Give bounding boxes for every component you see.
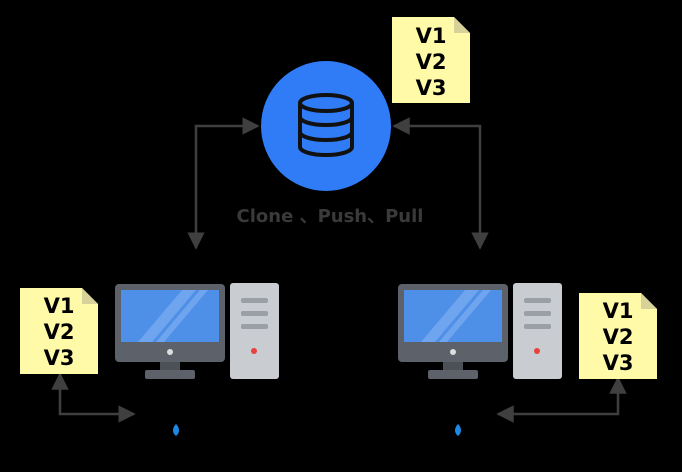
server-version-3: V3: [416, 76, 447, 100]
server-version-2: V2: [416, 50, 447, 74]
database-icon: [298, 93, 354, 157]
server-versions-note: V1 V2 V3: [392, 17, 470, 103]
right-versions-note: V1 V2 V3: [579, 293, 657, 379]
computer-icon: [398, 283, 562, 379]
power-led: [534, 348, 540, 354]
left-version-3: V3: [44, 346, 75, 370]
document-note-icon: [392, 17, 470, 103]
document-note-icon: [579, 293, 657, 379]
power-led: [251, 348, 257, 354]
right-version-2: V2: [603, 325, 634, 349]
right-user-marker-icon: [455, 424, 461, 436]
right-computer: [398, 283, 562, 379]
operations-label: Clone 、Push、Pull: [237, 206, 424, 227]
left-version-1: V1: [44, 294, 75, 318]
arrow-right-note-user: [496, 376, 627, 423]
left-version-2: V2: [44, 320, 75, 344]
computer-icon: [115, 283, 279, 379]
left-computer: [115, 283, 279, 379]
arrow-server-left-client: [187, 117, 260, 250]
server-version-1: V1: [416, 24, 447, 48]
arrow-server-right-client: [392, 117, 489, 250]
sync-arrows: [51, 117, 627, 423]
document-note-icon: [20, 288, 98, 374]
left-user-marker-icon: [173, 424, 179, 436]
arrow-left-note-user: [51, 372, 136, 423]
left-versions-note: V1 V2 V3: [20, 288, 98, 374]
right-version-3: V3: [603, 351, 634, 375]
central-server: [261, 61, 391, 191]
right-version-1: V1: [603, 299, 634, 323]
